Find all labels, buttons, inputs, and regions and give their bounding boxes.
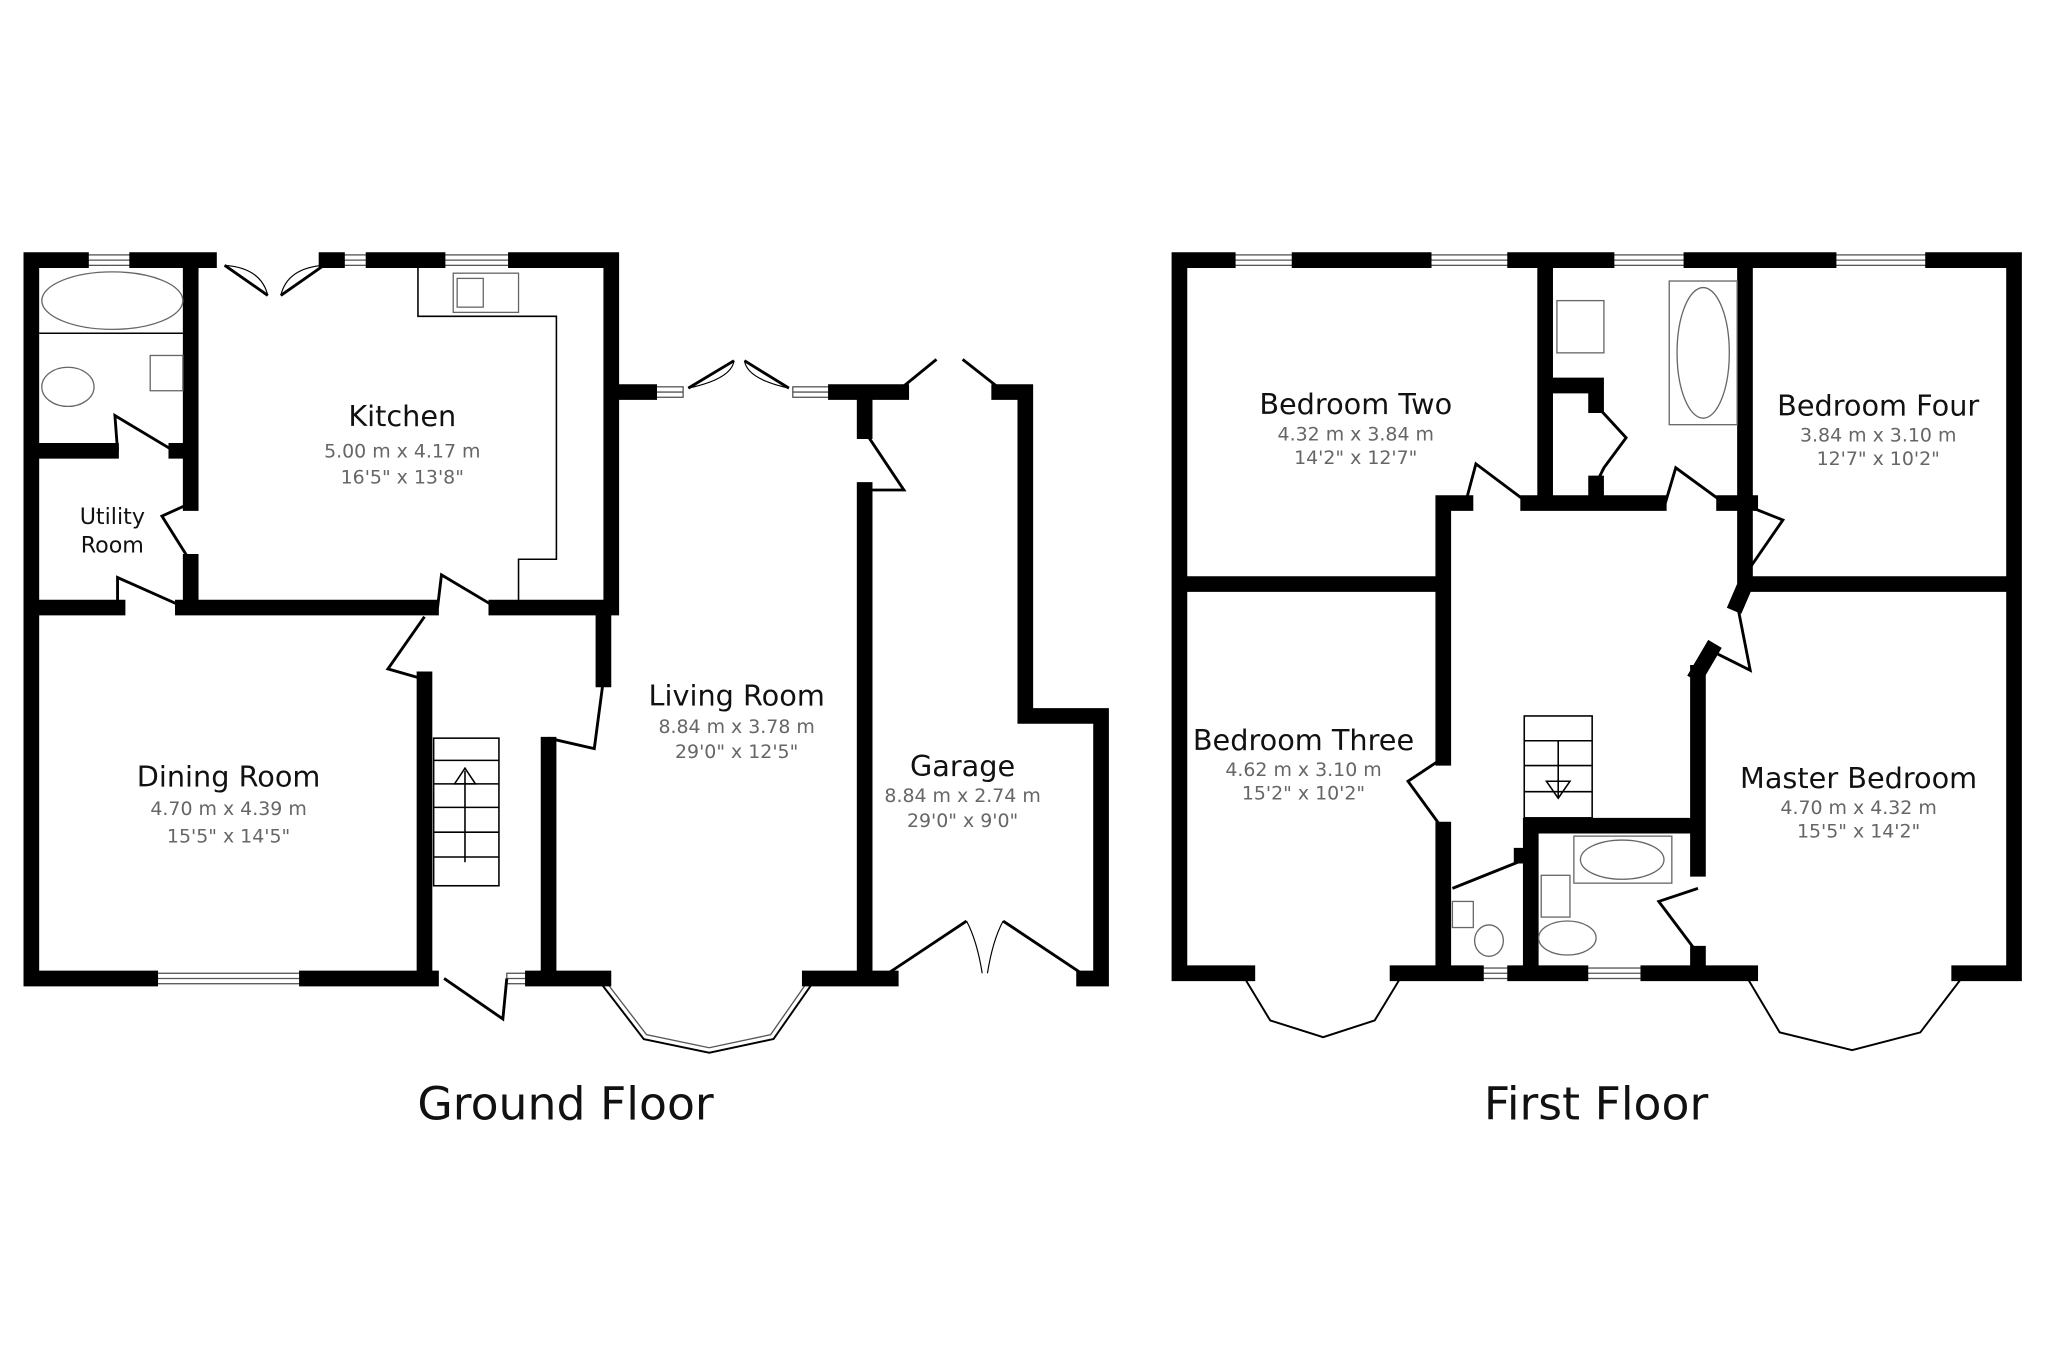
toilet-icon [1473,924,1504,957]
bedroom-three-label: Bedroom Three [1193,723,1414,757]
first-floor-walls [1171,252,2022,982]
basin-icon [1556,299,1605,354]
bedroom-two-metric: 4.32 m x 3.84 m [1278,423,1434,445]
master-bedroom-imperial: 15'5" x 14'2" [1797,820,1920,842]
first-floor-doors [1405,404,1786,955]
bedroom-four-metric: 3.84 m x 3.10 m [1800,425,1956,447]
kitchen-label: Kitchen [348,399,456,433]
first-floor-windows [1227,254,1964,1052]
living-room-imperial: 29'0" x 12'5" [675,741,798,763]
ground-floor-title: Ground Floor [417,1078,714,1131]
ground-floor-windows [80,254,837,1054]
ground-floor-walls [23,252,1109,987]
bath-icon [41,271,184,330]
toilet-icon [41,366,95,408]
bedroom-four-label: Bedroom Four [1777,389,1979,423]
ground-floor-doors [113,264,1083,1022]
bedroom-four-imperial: 12'7" x 10'2" [1817,448,1940,470]
first-floor-plan: Bedroom Two 4.32 m x 3.84 m 14'2" x 12'7… [1171,252,2022,1131]
kitchen-imperial: 16'5" x 13'8" [341,466,464,488]
toilet-icon [1537,920,1597,956]
bedroom-three-metric: 4.62 m x 3.10 m [1225,759,1381,781]
basin-icon [1451,900,1474,929]
stairs-up-icon [432,737,500,887]
ground-floor-fixtures [39,267,558,887]
bedroom-two-label: Bedroom Two [1259,387,1452,421]
stairs-down-icon [1523,715,1593,819]
master-bedroom-metric: 4.70 m x 4.32 m [1780,797,1936,819]
master-bedroom-label: Master Bedroom [1740,761,1977,795]
dining-room-label: Dining Room [137,759,321,793]
utility-label-line1: Utility [80,504,145,530]
first-floor-fixtures [1451,280,1738,957]
bath-icon [1579,839,1665,880]
dining-room-metric: 4.70 m x 4.39 m [150,798,306,820]
living-room-label: Living Room [649,679,825,713]
first-floor-title: First Floor [1484,1078,1709,1131]
bedroom-three-imperial: 15'2" x 10'2" [1242,783,1365,805]
bath-icon [1676,286,1730,419]
ground-floor-plan: Kitchen 5.00 m x 4.17 m 16'5" x 13'8" Ut… [23,252,1109,1131]
basin-icon [1540,874,1571,918]
living-room-metric: 8.84 m x 3.78 m [658,716,814,738]
kitchen-metric: 5.00 m x 4.17 m [324,440,480,462]
bedroom-two-imperial: 14'2" x 12'7" [1294,447,1417,469]
utility-label-line2: Room [81,533,144,559]
dining-room-imperial: 15'5" x 14'5" [167,826,290,848]
garage-metric: 8.84 m x 2.74 m [884,785,1040,807]
basin-icon [149,354,184,392]
garage-label: Garage [910,749,1015,783]
garage-imperial: 29'0" x 9'0" [907,810,1018,832]
